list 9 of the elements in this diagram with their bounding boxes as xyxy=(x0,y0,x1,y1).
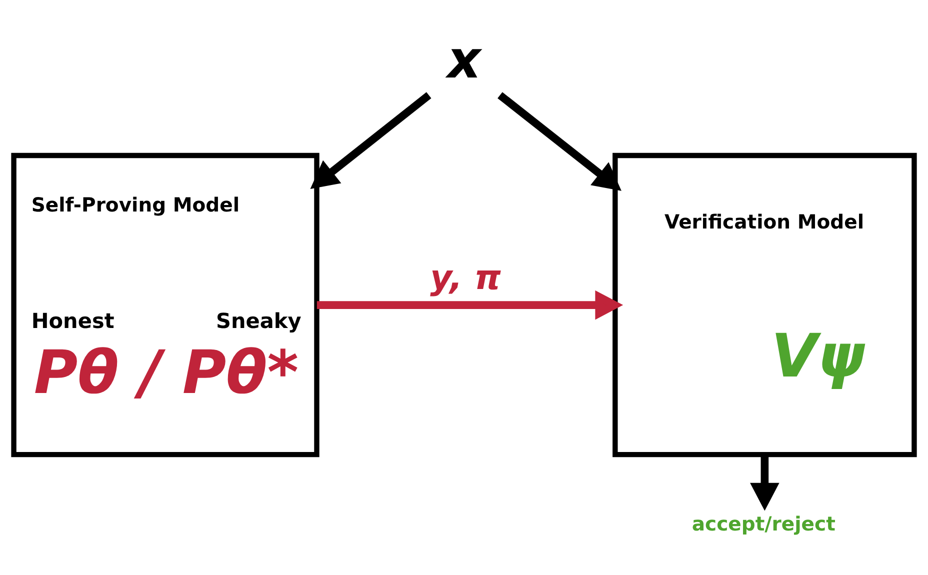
arrow xyxy=(498,92,622,191)
node-text: accept/reject xyxy=(692,512,836,536)
arrow xyxy=(316,290,624,320)
node-text: x xyxy=(447,30,481,91)
node-box: Verification Model Vψ xyxy=(612,152,917,458)
arrow xyxy=(310,92,432,190)
node-box: Self-Proving Model Honest Sneaky Pθ / Pθ* xyxy=(11,152,320,458)
edge-label: y, π xyxy=(430,258,501,298)
arrow xyxy=(750,454,780,511)
